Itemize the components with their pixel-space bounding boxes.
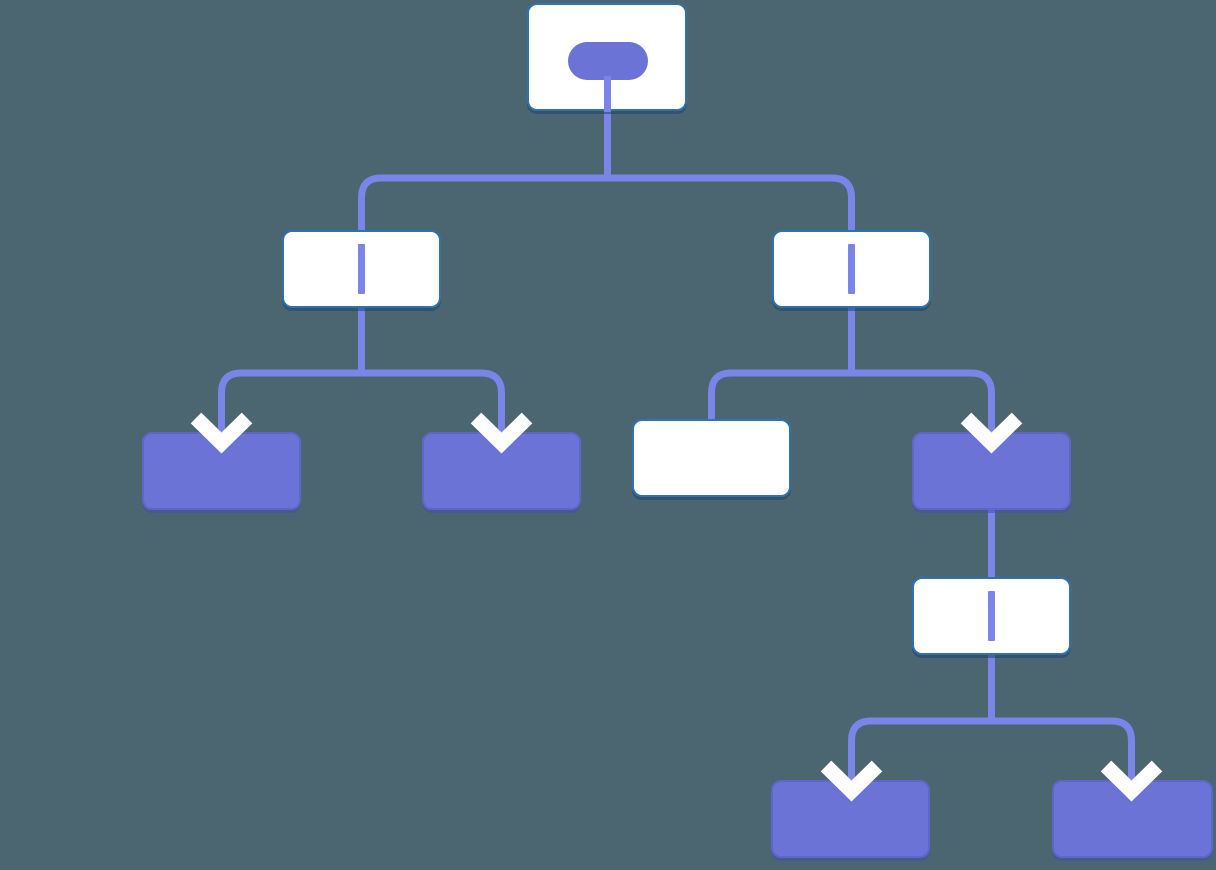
branch-node-right-inner-line bbox=[848, 244, 855, 294]
leaf-node-2[interactable] bbox=[422, 432, 581, 510]
branch-node-left-inner-line bbox=[358, 244, 365, 294]
sub-branch-node-inner-line bbox=[988, 591, 995, 641]
root-node-stem bbox=[604, 76, 611, 112]
leaf-node-1[interactable] bbox=[142, 432, 301, 510]
branch-node-deep[interactable] bbox=[912, 432, 1071, 510]
terminal-node-plain[interactable] bbox=[632, 419, 791, 497]
root-node-pill-icon bbox=[568, 42, 648, 80]
leaf-node-4[interactable] bbox=[1052, 780, 1213, 858]
leaf-node-3[interactable] bbox=[771, 780, 930, 858]
